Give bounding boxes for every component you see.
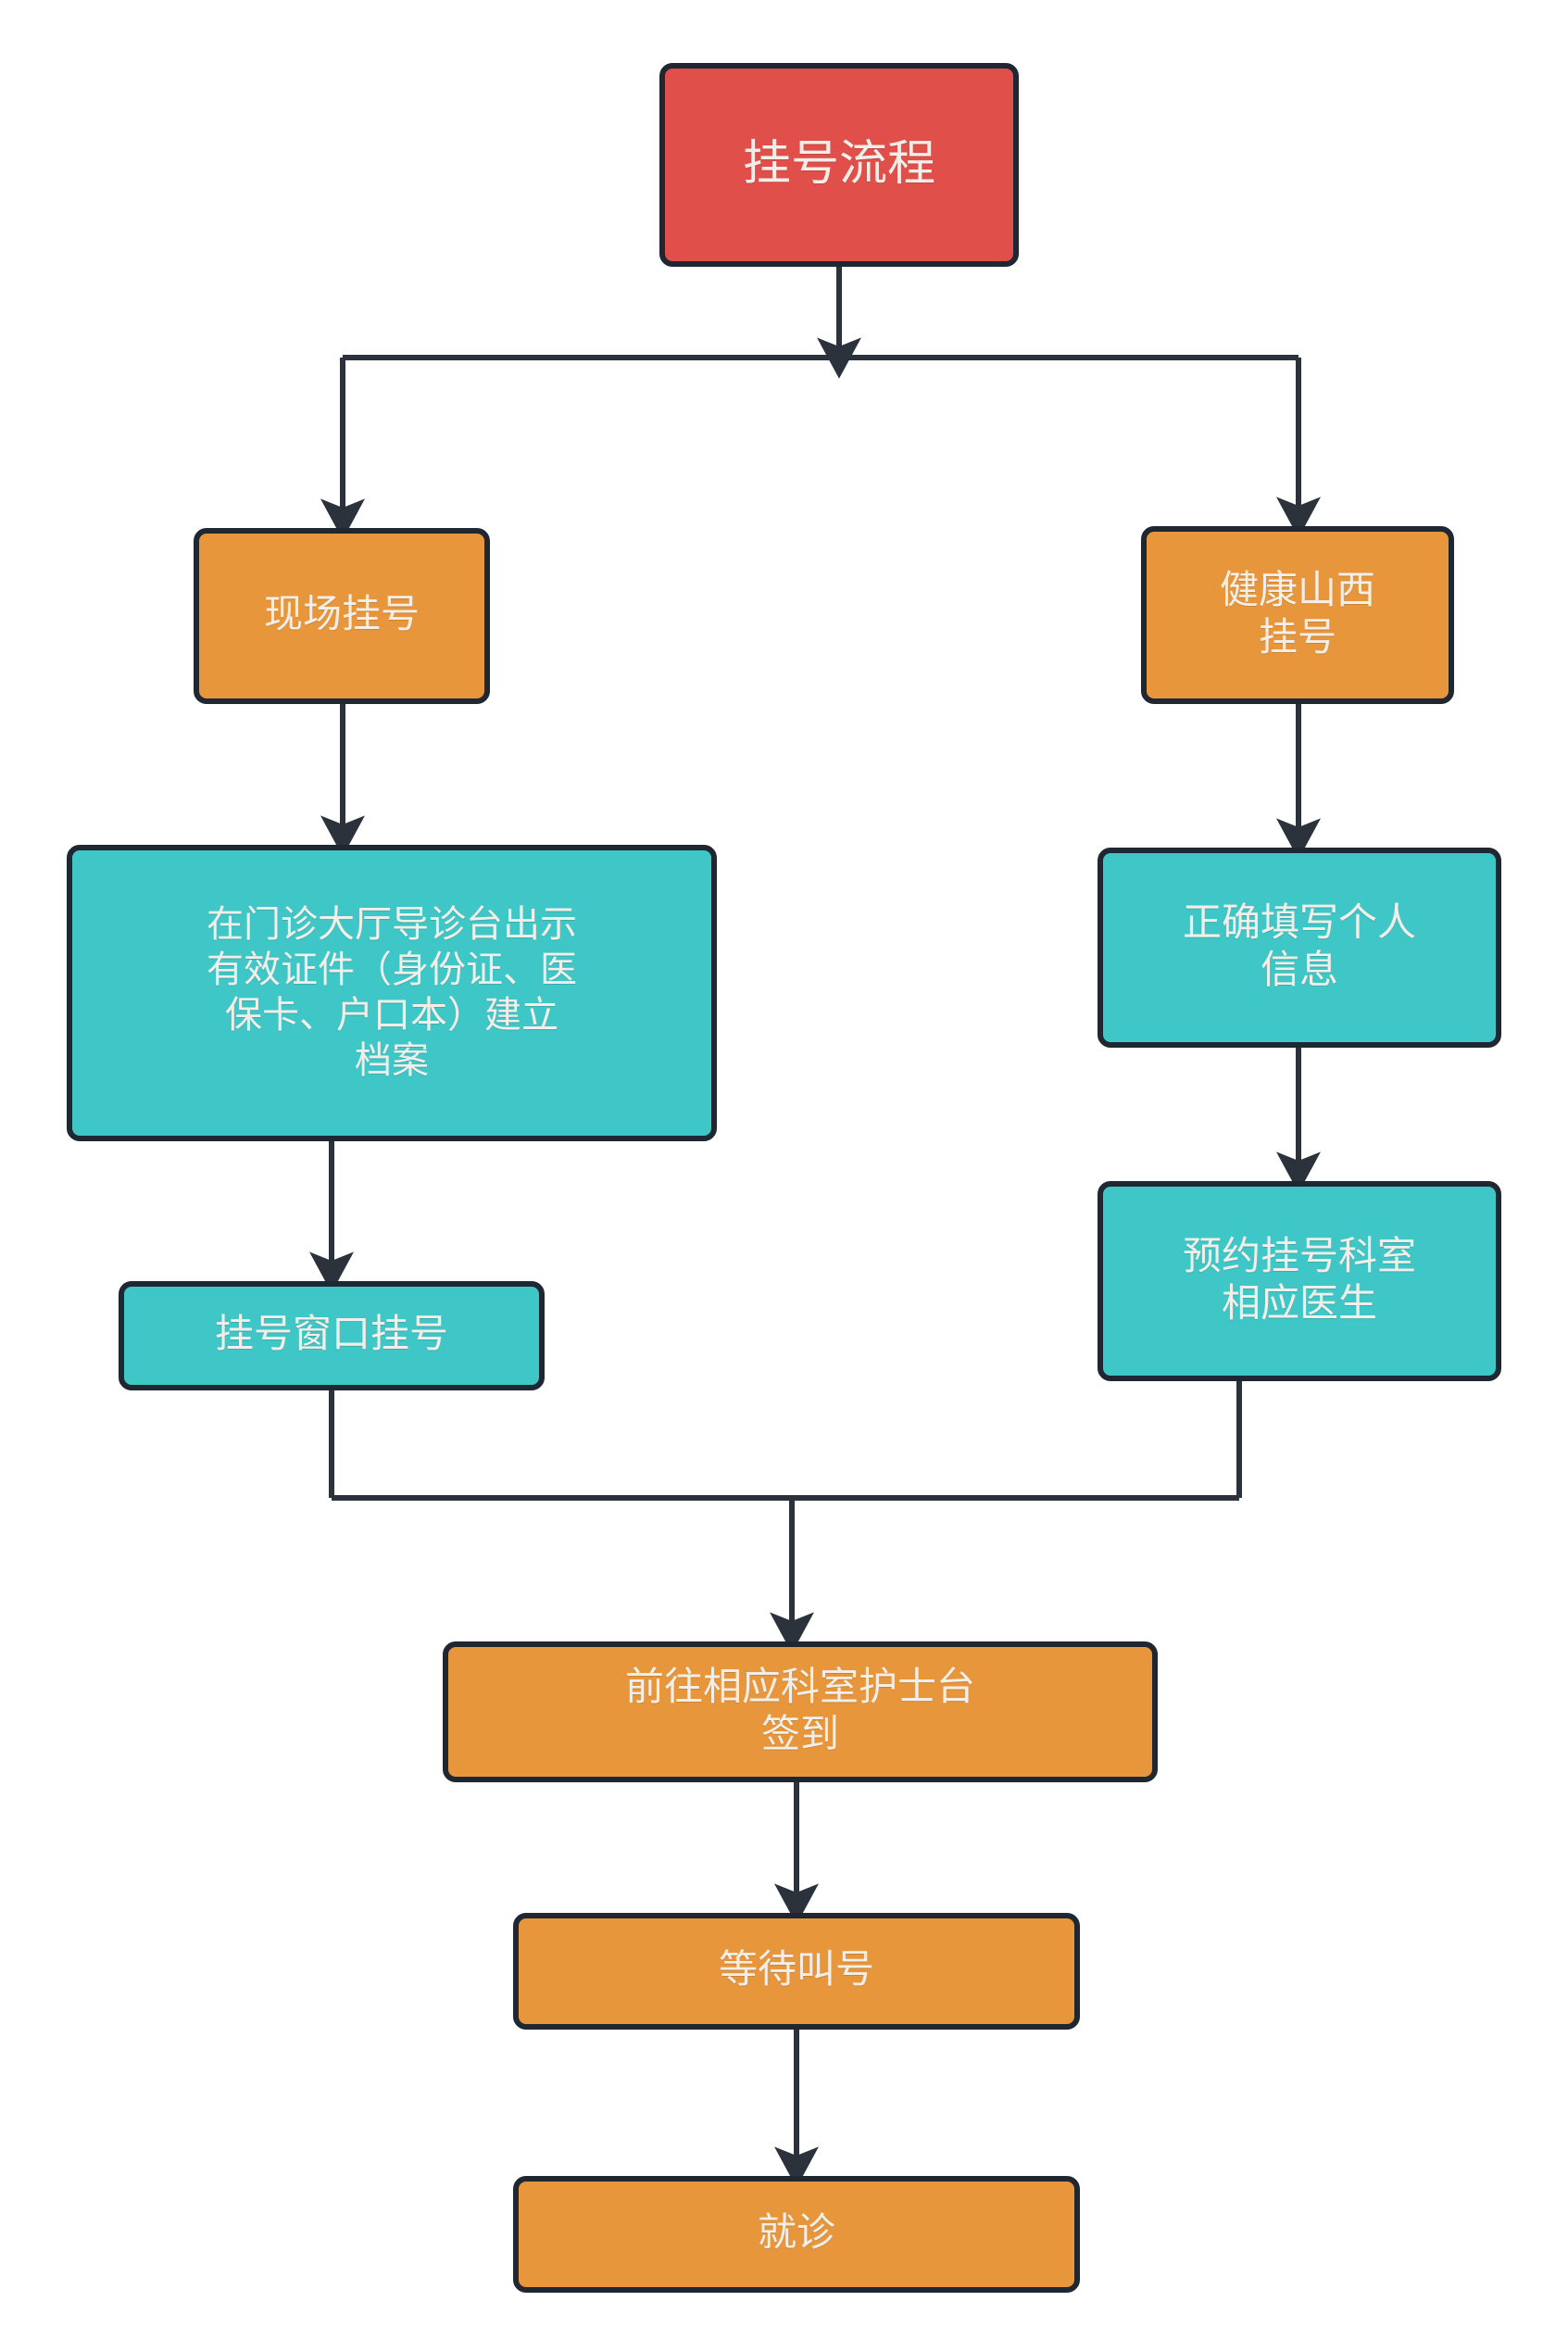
node-sign-in[interactable]: 前往相应科室护士台 签到 bbox=[443, 1641, 1158, 1782]
node-window[interactable]: 挂号窗口挂号 bbox=[119, 1281, 545, 1390]
node-start[interactable]: 挂号流程 bbox=[659, 63, 1019, 267]
node-online[interactable]: 健康山西 挂号 bbox=[1141, 526, 1454, 704]
node-book-doctor[interactable]: 预约挂号科室 相应医生 bbox=[1098, 1181, 1501, 1381]
node-wait-call[interactable]: 等待叫号 bbox=[513, 1913, 1080, 2030]
node-onsite[interactable]: 现场挂号 bbox=[194, 528, 490, 704]
node-archive[interactable]: 在门诊大厅导诊台出示 有效证件（身份证、医 保卡、户口本）建立 档案 bbox=[67, 845, 717, 1141]
node-consult[interactable]: 就诊 bbox=[513, 2176, 1080, 2293]
node-fill-info[interactable]: 正确填写个人 信息 bbox=[1098, 848, 1501, 1048]
